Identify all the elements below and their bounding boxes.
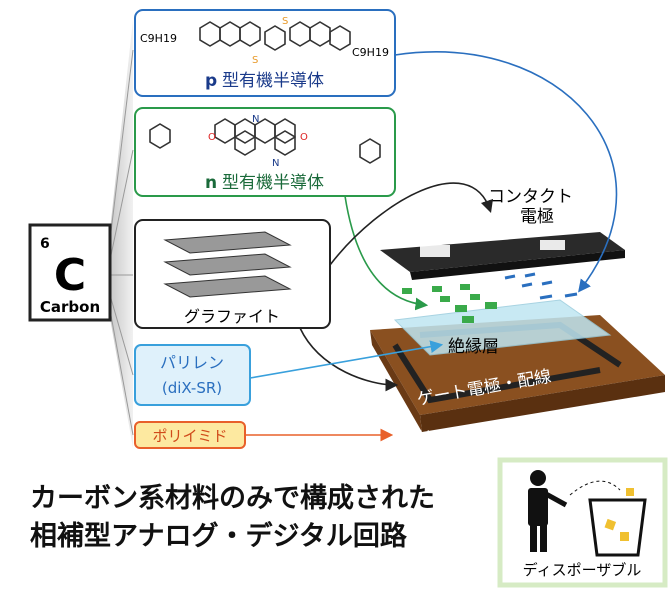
nitrogen-atom: N xyxy=(272,158,279,169)
n-type-box: O O N N n 型有機半導体 xyxy=(134,107,396,197)
contact-label: コンタクト xyxy=(488,187,573,207)
contact-electrodes xyxy=(380,232,625,280)
sulfur-atom: S xyxy=(282,16,288,27)
p-type-prefix: p xyxy=(205,71,217,91)
p-type-molecule: C9H19 S S C9H19 xyxy=(140,16,389,66)
person-discarding-icon xyxy=(528,470,568,552)
trash-bin-icon xyxy=(588,488,647,557)
n-type-label: 型有機半導体 xyxy=(222,173,324,193)
polyimide-box: ポリイミド xyxy=(134,421,246,449)
n-type-molecule xyxy=(149,118,381,164)
parylene-sublabel: (diX-SR) xyxy=(162,379,222,397)
parylene-box: パリレン (diX-SR) xyxy=(134,344,251,406)
connector-fan xyxy=(109,20,134,448)
arrows xyxy=(245,51,618,442)
throw-trajectory xyxy=(569,480,621,496)
device-stack: コンタクト 電極 絶縁層 ゲート電極・配線 基板 xyxy=(370,187,665,450)
graphite-box: グラファイト xyxy=(134,219,331,329)
disposable-box: ディスポーザブル xyxy=(497,457,668,588)
carbon-element-tile: 6 C Carbon xyxy=(28,223,112,322)
p-type-label: 型有機半導体 xyxy=(222,71,324,91)
nitrogen-atom: N xyxy=(252,114,259,125)
p-type-pads xyxy=(504,272,578,300)
element-symbol: C xyxy=(54,250,86,301)
headline-line-1: カーボン系材料のみで構成された xyxy=(30,483,435,514)
headline-line-2: 相補型アナログ・デジタル回路 xyxy=(30,520,408,552)
oxygen-atom: O xyxy=(208,132,216,143)
p-type-box: C9H19 S S C9H19 p 型有機半導体 xyxy=(134,9,396,97)
parylene-label: パリレン xyxy=(160,353,224,372)
oxygen-atom: O xyxy=(300,132,308,143)
polyimide-label: ポリイミド xyxy=(152,427,227,445)
atomic-number: 6 xyxy=(40,236,50,252)
n-type-pads xyxy=(402,284,497,323)
graphite-layers-icon xyxy=(163,231,292,298)
substrate-label: 基板 xyxy=(416,430,450,450)
substituent-right: C9H19 xyxy=(352,46,389,59)
substituent-left: C9H19 xyxy=(140,32,177,45)
n-type-prefix: n xyxy=(205,173,217,193)
disposable-label: ディスポーザブル xyxy=(523,561,642,579)
insulator-label: 絶縁層 xyxy=(448,337,499,357)
contact-label-2: 電極 xyxy=(520,207,554,227)
element-name: Carbon xyxy=(40,298,100,316)
sulfur-atom: S xyxy=(252,55,258,66)
graphite-label: グラファイト xyxy=(184,307,280,326)
